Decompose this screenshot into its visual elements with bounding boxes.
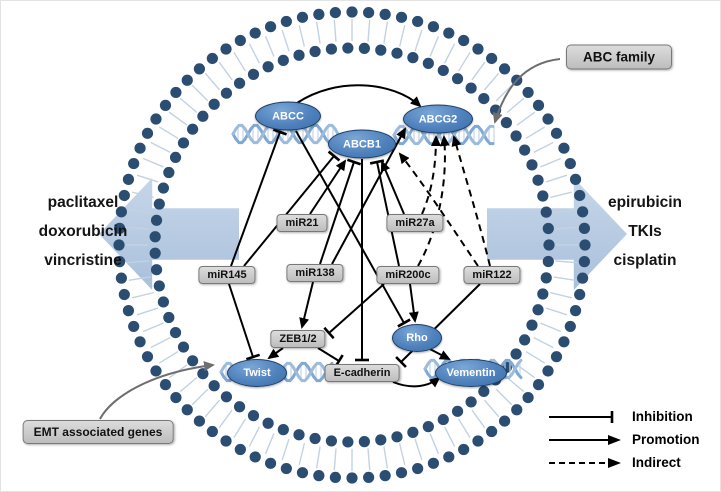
drug-label: cisplatin	[613, 252, 677, 269]
edge-abcc-rho	[295, 130, 411, 328]
edge-mir138-zeb12	[299, 281, 314, 329]
node-mir122: miR122	[463, 266, 521, 284]
abc-family-label: ABC family	[565, 44, 673, 70]
drug-list-right: epirubicin TKIs cisplatin	[591, 188, 699, 275]
legend-label: Promotion	[632, 432, 700, 447]
regulation-edges	[99, 58, 561, 420]
edge-abcc-abcg2	[296, 84, 422, 108]
legend-row-inhibition: Inhibition	[546, 405, 700, 428]
edge-mir145-abcb1	[243, 150, 341, 267]
node-mir200c: miR200c	[376, 266, 440, 284]
node-abcg2: ABCG2	[403, 104, 473, 134]
edge-mir138-abcb1	[319, 158, 362, 265]
edge-mir138-abcg2	[331, 127, 406, 265]
edge-mir27a-abcb1	[380, 160, 405, 215]
edge-emtassociatedgenes-twistgene	[99, 361, 215, 420]
edge-mir27a-abcg2	[421, 135, 441, 215]
drug-list-left: paclitaxel doxorubicin vincristine	[23, 188, 143, 275]
edge-mir200c-zeb12	[323, 283, 385, 340]
promotion-glyph	[549, 434, 621, 445]
node-zeb12: ZEB1/2	[270, 330, 326, 348]
drug-label: TKIs	[628, 223, 662, 240]
edge-mir145-twist	[228, 283, 261, 361]
node-twist: Twist	[227, 359, 287, 387]
legend-label: Inhibition	[632, 409, 693, 424]
legend-label: Indirect	[632, 455, 681, 470]
node-rho: Rho	[392, 324, 442, 352]
edge-mir122-abcg2	[451, 135, 491, 267]
edge-mir200c-abcg2	[417, 135, 450, 267]
indirect-glyph	[549, 457, 621, 468]
drug-label: doxorubicin	[38, 223, 128, 240]
node-abcb1: ABCB1	[328, 129, 396, 159]
drug-label: epirubicin	[607, 194, 683, 211]
node-mir21: miR21	[276, 214, 328, 232]
edge-mir200c-rho	[408, 283, 419, 323]
edge-rho-vementin	[427, 347, 451, 360]
edge-zeb12-ecadherin	[317, 347, 344, 368]
legend-row-indirect: Indirect	[546, 451, 700, 474]
edge-mir122-abcb1	[398, 152, 479, 267]
edge-ecadherin-vementin	[392, 376, 441, 388]
legend-row-promotion: Promotion	[546, 428, 700, 451]
node-mir27a: miR27a	[386, 214, 444, 232]
drug-label: paclitaxel	[47, 194, 119, 211]
cell-membrane	[113, 6, 591, 484]
edge-abcfamily-abcg2gene	[492, 58, 561, 124]
node-mir138: miR138	[286, 264, 344, 282]
drug-label: vincristine	[44, 252, 122, 269]
inhibition-glyph	[549, 410, 614, 423]
node-abcc: ABCC	[255, 101, 321, 131]
edge-mir145-abcc	[230, 128, 288, 267]
edge-zeb12-twist	[267, 347, 284, 360]
node-ecadherin: E-cadherin	[324, 364, 400, 382]
emt-genes-label: EMT associated genes	[22, 420, 174, 444]
legend: Inhibition Promotion Indirect	[546, 405, 700, 474]
node-mir145: miR145	[198, 266, 256, 284]
node-vementin: Vementin	[435, 359, 507, 387]
